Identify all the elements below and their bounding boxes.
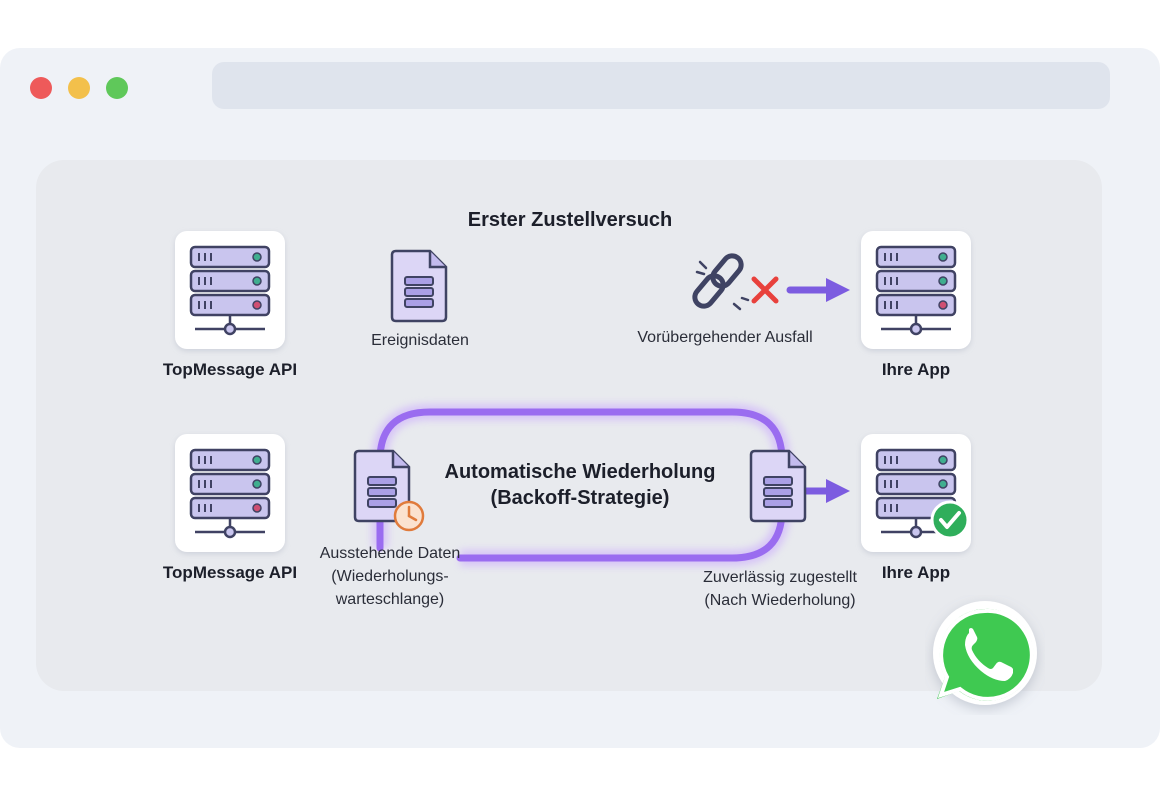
- row2-delivered-line1: Zuverlässig zugestellt: [703, 569, 857, 586]
- row1-source-label: TopMessage API: [162, 360, 298, 379]
- window-minimize-dot[interactable]: [68, 77, 90, 99]
- row2-pending-line1: Ausstehende Daten: [319, 545, 461, 562]
- retry-loop: [295, 404, 790, 566]
- failure-x-icon: [751, 276, 779, 304]
- row1-target-label: Ihre App: [881, 360, 951, 379]
- server-icon-topmessage-row1: [173, 229, 287, 351]
- row2-arrow: [802, 479, 850, 503]
- row2-pending-line2: (Wiederholungs-: [331, 568, 449, 585]
- broken-link-icon: [692, 253, 750, 311]
- row1-payload-label: Ereignisdaten: [371, 332, 469, 349]
- row2-target-label: Ihre App: [881, 563, 951, 582]
- clock-icon: [393, 500, 425, 532]
- document-icon-delivered: [749, 449, 807, 523]
- window-close-dot[interactable]: [30, 77, 52, 99]
- server-icon-app-row1: [859, 229, 973, 351]
- row1-title: Erster Zustellversuch: [467, 209, 673, 231]
- document-icon-event-data: [390, 249, 448, 323]
- address-bar[interactable]: [212, 62, 1110, 109]
- row2-source-label: TopMessage API: [162, 563, 298, 582]
- row2-pending-line3: warteschlange): [335, 591, 445, 608]
- row1-arrow: [786, 278, 850, 302]
- whatsapp-icon[interactable]: [925, 595, 1045, 715]
- row2-title-line2: (Backoff-Strategie): [490, 487, 670, 509]
- window-maximize-dot[interactable]: [106, 77, 128, 99]
- row2-title-line1: Automatische Wiederholung: [444, 461, 716, 483]
- row2-delivered-line2: (Nach Wiederholung): [704, 592, 856, 609]
- server-icon-topmessage-row2: [173, 432, 287, 554]
- success-check-icon: [930, 500, 970, 540]
- row1-failure-label: Vorübergehender Ausfall: [637, 329, 813, 346]
